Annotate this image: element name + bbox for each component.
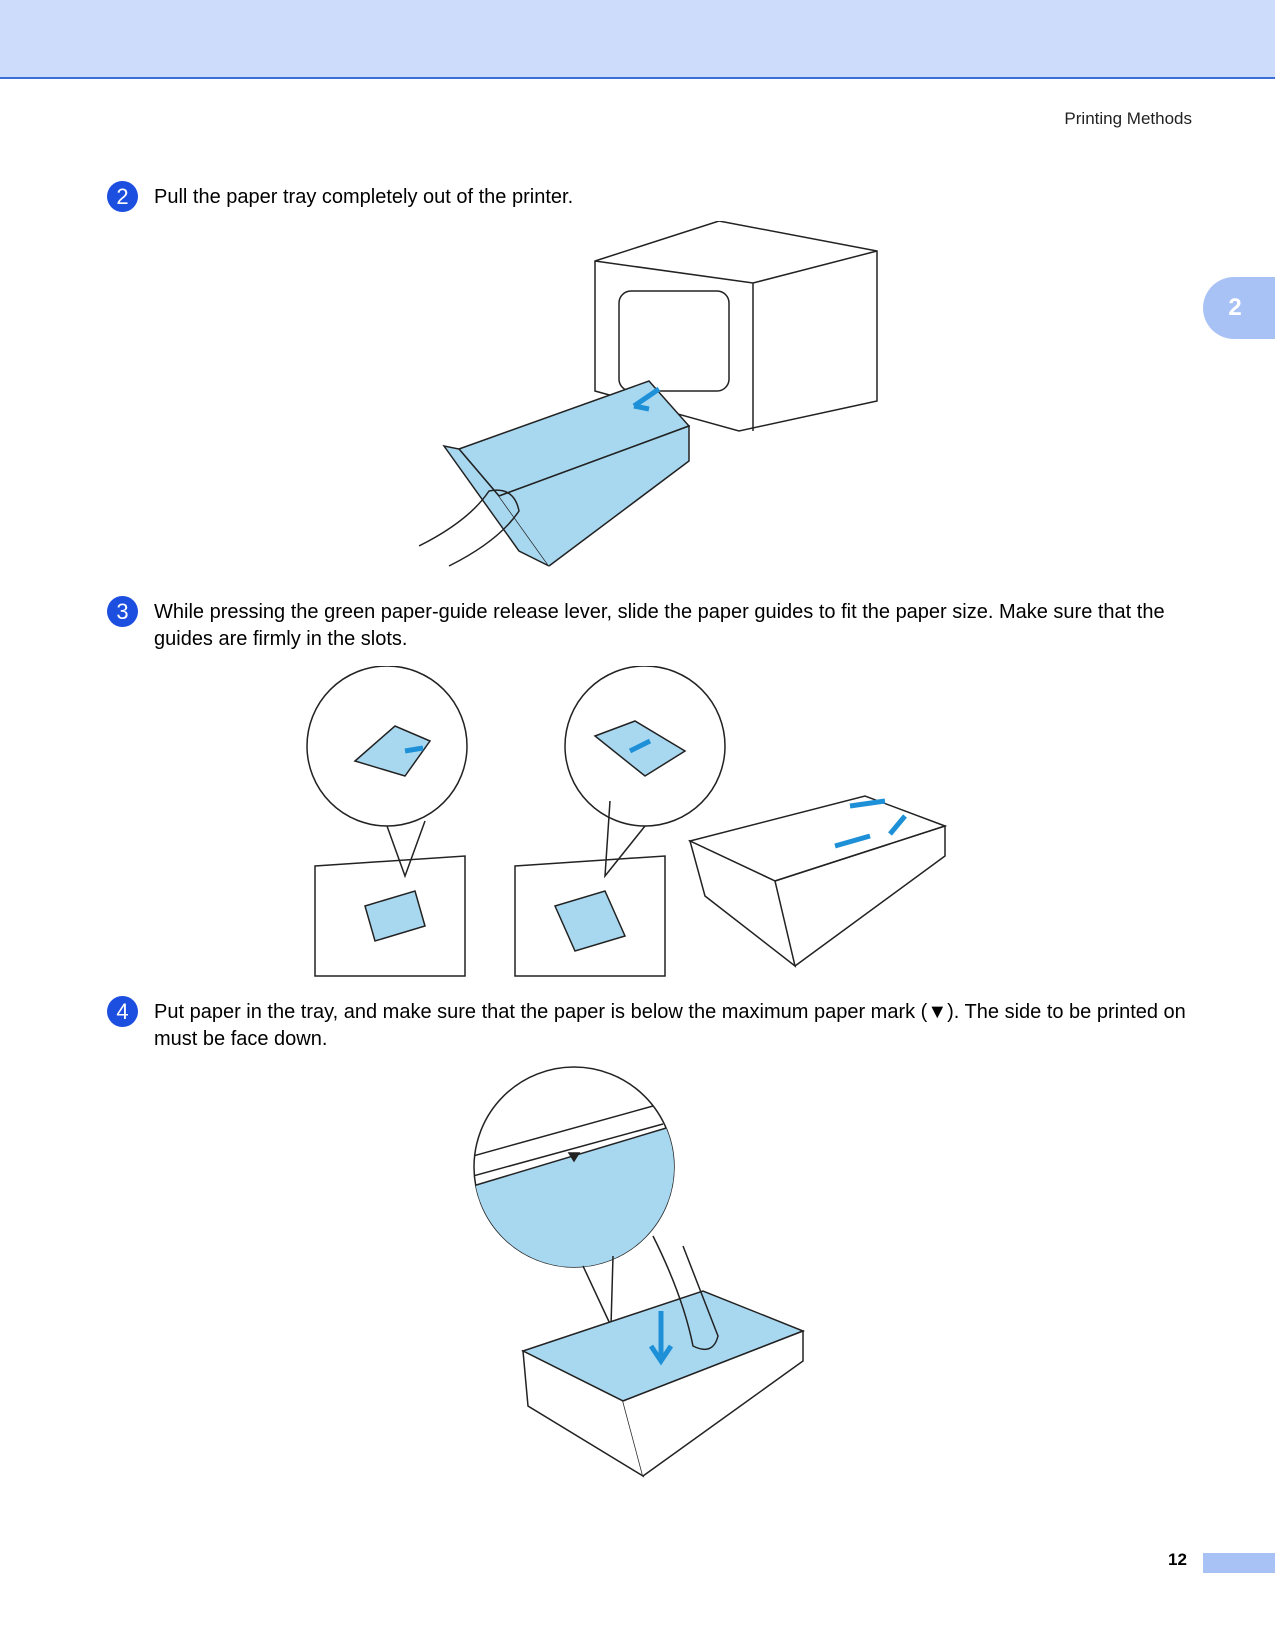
step-number-badge: 3 — [107, 596, 138, 627]
step-text: Put paper in the tray, and make sure tha… — [154, 1001, 1186, 1050]
load-paper-illustration — [473, 1066, 806, 1478]
step-number-badge: 4 — [107, 996, 138, 1027]
running-title: Printing Methods — [1064, 109, 1192, 128]
paper-guide-adjust-illustration — [306, 666, 948, 977]
page-number: 12 — [1168, 1550, 1187, 1569]
footer-bar — [1203, 1553, 1275, 1573]
header-band — [0, 0, 1275, 79]
chapter-tab: 2 — [1203, 277, 1275, 339]
step-number-badge: 2 — [107, 181, 138, 212]
printer-tray-pull-illustration — [419, 221, 878, 567]
chapter-tab-label: 2 — [1228, 294, 1242, 321]
step-text: Pull the paper tray completely out of th… — [154, 186, 574, 208]
step-text: While pressing the green paper-guide rel… — [154, 601, 1165, 650]
